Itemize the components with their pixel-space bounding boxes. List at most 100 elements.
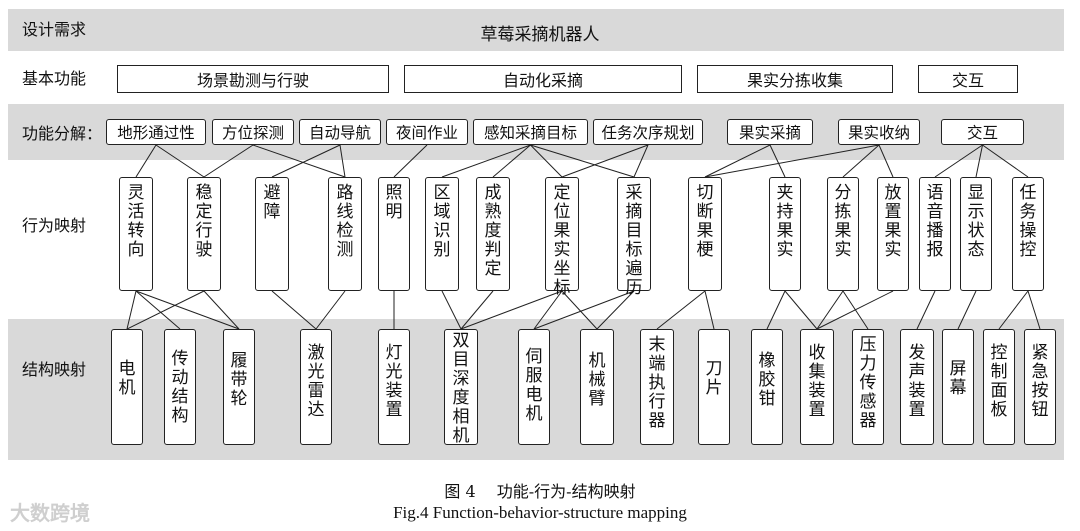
behavior-box: 照明 — [378, 177, 410, 291]
decomp-box: 地形通过性 — [106, 119, 206, 145]
behavior-text: 照明 — [385, 183, 403, 222]
decomp-text: 果实收纳 — [847, 124, 910, 142]
behavior-text: 夹持果实 — [776, 183, 794, 260]
structure-text: 双目深度相机 — [452, 331, 470, 446]
decomp-box: 果实收纳 — [838, 119, 920, 145]
decomp-behavior-link — [878, 144, 894, 178]
behavior-text: 语音播报 — [926, 183, 944, 260]
behavior-text: 灵活转向 — [127, 183, 145, 260]
behavior-structure-link — [135, 290, 181, 330]
behavior-box: 灵活转向 — [119, 177, 153, 291]
behavior-structure-link — [816, 290, 894, 330]
behavior-box: 成熟度判定 — [476, 177, 510, 291]
decomp-behavior-link — [561, 144, 649, 178]
structure-box: 激光雷达 — [300, 329, 332, 445]
structure-box: 橡胶钳 — [751, 329, 783, 445]
behavior-structure-link — [135, 290, 240, 330]
behavior-structure-link — [441, 290, 462, 330]
structure-text: 履带轮 — [230, 351, 248, 409]
behavior-text: 显示状态 — [967, 183, 985, 260]
behavior-text: 成熟度判定 — [484, 183, 502, 279]
structure-box: 传动结构 — [164, 329, 196, 445]
structure-text: 激光雷达 — [307, 343, 325, 420]
decomp-text: 任务次序规划 — [601, 124, 695, 142]
decomp-behavior-link — [252, 144, 346, 178]
behavior-text: 采摘目标遍历 — [625, 183, 643, 298]
structure-text: 末端执行器 — [648, 335, 666, 431]
structure-box: 电机 — [111, 329, 143, 445]
behavior-text: 定位果实坐标 — [553, 183, 571, 298]
behavior-structure-link — [1027, 290, 1041, 330]
behavior-structure-link — [916, 290, 936, 330]
behavior-box: 定位果实坐标 — [545, 177, 579, 298]
decomp-box: 夜间作业 — [386, 119, 468, 145]
band-design — [8, 9, 1064, 51]
behavior-structure-link — [126, 290, 137, 330]
decomp-behavior-link — [842, 144, 880, 178]
behavior-text: 区域识别 — [433, 183, 451, 260]
structure-box: 控制面板 — [983, 329, 1015, 445]
decomp-behavior-link — [704, 144, 880, 178]
decomp-behavior-link — [441, 144, 531, 178]
decomp-behavior-link — [633, 144, 649, 178]
structure-text: 伺服电机 — [525, 347, 543, 424]
behavior-box: 避障 — [255, 177, 289, 291]
decomp-behavior-link — [155, 144, 205, 178]
decomp-text: 地形通过性 — [117, 124, 195, 142]
behavior-structure-link — [315, 290, 346, 330]
structure-text: 灯光装置 — [385, 343, 403, 420]
structure-text: 发声装置 — [908, 343, 926, 420]
behavior-structure-link — [998, 290, 1029, 330]
decomp-text: 感知采摘目标 — [483, 124, 577, 142]
decomp-text: 果实采摘 — [738, 124, 801, 142]
decomp-behavior-link — [769, 144, 786, 178]
caption-en: Fig.4 Function-behavior-structure mappin… — [393, 503, 687, 522]
behavior-structure-link — [766, 290, 786, 330]
behavior-text: 稳定行驶 — [195, 183, 213, 260]
behavior-text: 分拣果实 — [834, 183, 852, 260]
structure-box: 屏幕 — [942, 329, 974, 445]
structure-text: 控制面板 — [990, 343, 1008, 420]
behavior-structure-link — [561, 290, 598, 330]
structure-box: 压力传感器 — [852, 329, 884, 445]
structure-text: 电机 — [118, 359, 136, 398]
behavior-box: 夹持果实 — [769, 177, 801, 291]
behavior-box: 显示状态 — [960, 177, 992, 291]
decomp-behavior-link — [530, 144, 563, 178]
behavior-structure-link — [596, 290, 635, 330]
basic-function-text: 交互 — [951, 71, 984, 90]
decomp-text: 交互 — [966, 124, 998, 142]
behavior-structure-link — [533, 290, 635, 330]
structure-text: 刀片 — [705, 359, 723, 398]
decomp-text: 夜间作业 — [395, 124, 458, 142]
decomp-box: 自动导航 — [299, 119, 381, 145]
behavior-structure-link — [704, 290, 715, 330]
design-label: 设计需求 — [22, 20, 87, 39]
structure-box: 发声装置 — [900, 329, 934, 445]
decomp-behavior-link — [975, 144, 983, 178]
behavior-box: 放置果实 — [877, 177, 909, 291]
caption-cn: 图 4 功能-行为-结构映射 — [444, 482, 636, 501]
decomp-box: 方位探测 — [212, 119, 294, 145]
basic-function-box: 场景勘测与行驶 — [117, 65, 389, 93]
behavior-text: 放置果实 — [884, 183, 902, 260]
decomp-box: 果实采摘 — [727, 119, 813, 145]
decomp-behavior-link — [271, 144, 341, 178]
structure-box: 收集装置 — [800, 329, 834, 445]
behavior-box: 分拣果实 — [827, 177, 859, 291]
basic-function-box: 交互 — [918, 65, 1018, 93]
behavior-label: 行为映射 — [22, 216, 87, 235]
structure-box: 双目深度相机 — [444, 329, 478, 446]
decomp-box: 感知采摘目标 — [473, 119, 588, 145]
behavior-structure-link — [784, 290, 818, 330]
structure-text: 紧急按钮 — [1031, 343, 1049, 420]
behavior-text: 路线检测 — [336, 183, 354, 260]
basic-label: 基本功能 — [22, 69, 87, 88]
decomp-behavior-link — [393, 144, 428, 178]
structure-box: 灯光装置 — [378, 329, 410, 445]
decomp-behavior-link — [530, 144, 635, 178]
structure-text: 屏幕 — [949, 359, 967, 398]
basic-function-text: 自动化采摘 — [502, 71, 583, 90]
basic-function-text: 场景勘测与行驶 — [196, 71, 309, 90]
